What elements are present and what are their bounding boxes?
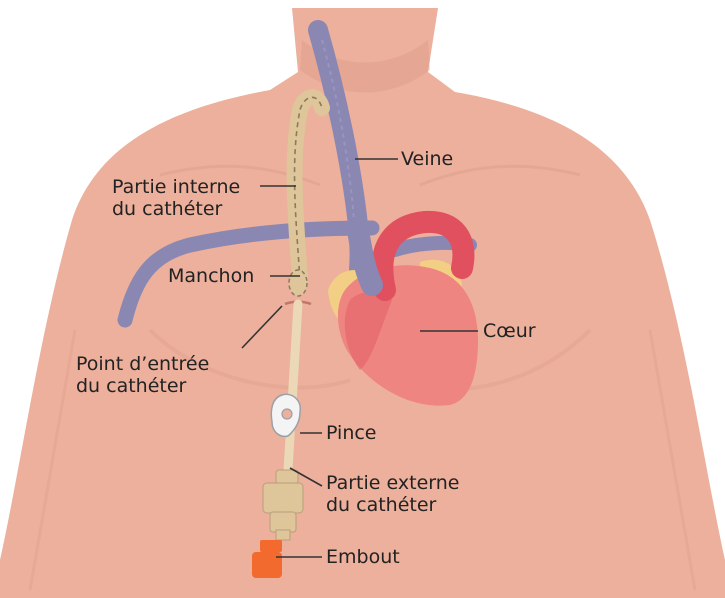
superior-vena-cava <box>358 230 372 285</box>
connector-neck <box>276 530 290 540</box>
hub-cap <box>260 540 282 552</box>
label-external-line1: Partie externe <box>326 472 459 494</box>
connector-lower <box>270 512 296 532</box>
label-external-catheter: Partie externe du cathéter <box>326 472 459 516</box>
label-vein-text: Veine <box>401 148 453 170</box>
label-internal-line2: du cathéter <box>112 198 240 220</box>
label-clamp: Pince <box>326 422 377 444</box>
hub-body <box>252 552 282 578</box>
label-entry-line1: Point d’entrée <box>76 353 209 375</box>
label-entry-line2: du cathéter <box>76 375 209 397</box>
label-heart: Cœur <box>483 320 536 342</box>
label-hub-text: Embout <box>326 546 400 568</box>
label-cuff-text: Manchon <box>168 265 254 287</box>
label-clamp-text: Pince <box>326 422 377 444</box>
label-vein: Veine <box>401 148 453 170</box>
label-external-line2: du cathéter <box>326 494 459 516</box>
clamp-hole <box>282 409 292 419</box>
connector-upper <box>276 470 298 484</box>
label-internal-catheter: Partie interne du cathéter <box>112 176 240 220</box>
label-hub: Embout <box>326 546 400 568</box>
label-internal-line1: Partie interne <box>112 176 240 198</box>
label-entry-point: Point d’entrée du cathéter <box>76 353 209 397</box>
label-heart-text: Cœur <box>483 320 536 342</box>
label-cuff: Manchon <box>168 265 254 287</box>
connector-middle <box>263 483 303 513</box>
